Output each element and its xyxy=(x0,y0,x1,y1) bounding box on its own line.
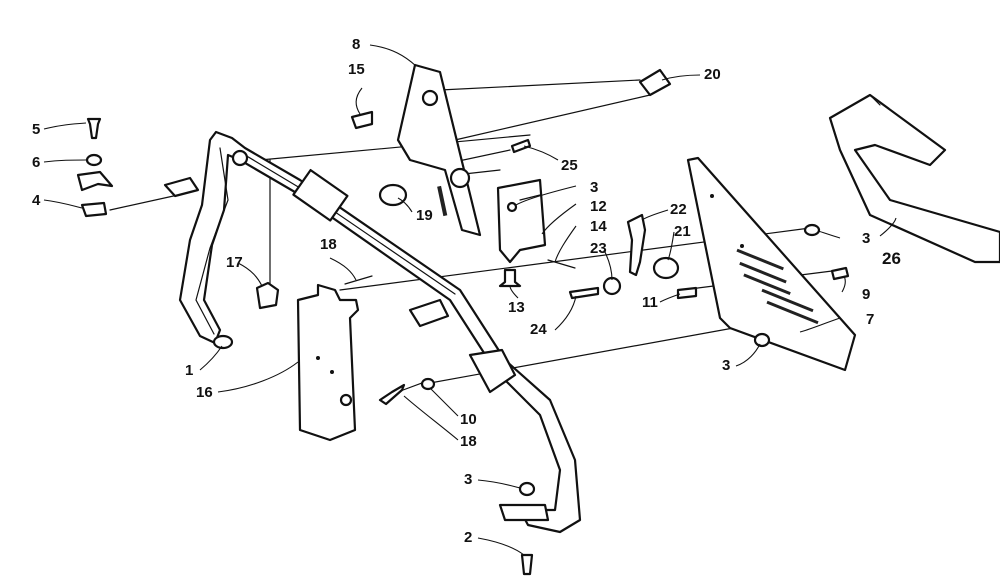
callout-4: 4 xyxy=(32,192,41,209)
callout-17: 17 xyxy=(226,254,243,271)
callout-5: 5 xyxy=(32,121,41,138)
callout-18-lower: 18 xyxy=(460,433,477,450)
frame-tube xyxy=(178,130,582,534)
side-panel xyxy=(296,283,360,442)
callout-25: 25 xyxy=(561,157,578,174)
callout-23: 23 xyxy=(590,240,607,257)
hardware xyxy=(76,68,850,576)
bracket-12 xyxy=(496,178,547,264)
callout-6: 6 xyxy=(32,154,41,171)
callout-16: 16 xyxy=(196,384,213,401)
callout-10: 10 xyxy=(460,411,477,428)
callout-24: 24 xyxy=(530,321,547,338)
callout-1: 1 xyxy=(185,362,194,379)
callout-2: 2 xyxy=(464,529,473,546)
frame-brackets xyxy=(163,176,550,522)
leader-lines xyxy=(43,44,897,556)
callout-14: 14 xyxy=(590,218,607,235)
callout-3-bottom: 3 xyxy=(464,471,473,488)
callout-8: 8 xyxy=(352,36,361,53)
handle-grip xyxy=(828,93,1000,264)
callout-26: 26 xyxy=(882,249,901,268)
callout-3-right: 3 xyxy=(862,230,871,247)
callout-12: 12 xyxy=(590,198,607,215)
callout-3-upper: 3 xyxy=(590,179,599,196)
callout-19: 19 xyxy=(416,207,433,224)
callout-18-upper: 18 xyxy=(320,236,337,253)
callout-3-lower-right: 3 xyxy=(722,357,731,374)
callout-21: 21 xyxy=(674,223,691,240)
callout-15: 15 xyxy=(348,61,365,78)
callout-11: 11 xyxy=(642,294,658,311)
callout-13: 13 xyxy=(508,299,525,316)
callout-22: 22 xyxy=(670,201,687,218)
callout-9: 9 xyxy=(862,286,871,303)
upper-plate xyxy=(396,63,482,237)
triangle-plate xyxy=(686,156,857,372)
callout-7: 7 xyxy=(866,311,875,328)
callout-20: 20 xyxy=(704,66,721,83)
